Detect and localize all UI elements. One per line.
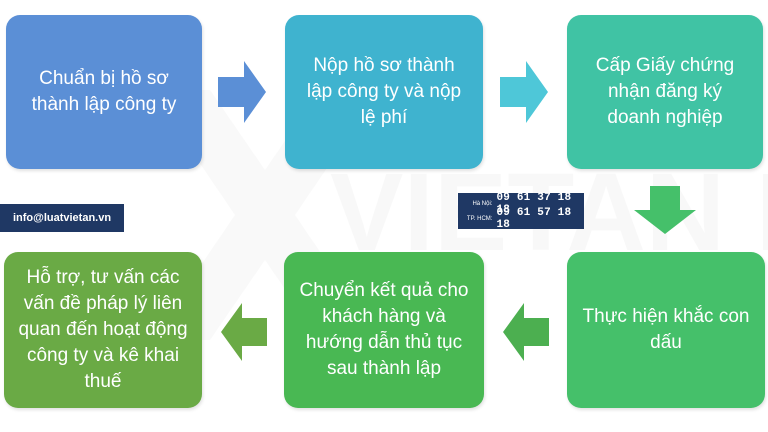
arrow-down-icon xyxy=(634,186,696,234)
email-text: info@luatvietan.vn xyxy=(12,212,112,224)
step-1-label: Chuẩn bị hồ sơ thành lập công ty xyxy=(31,68,177,115)
step-4-engrave-seal: Thực hiện khắc con dấu xyxy=(567,252,765,408)
email-badge: info@luatvietan.vn xyxy=(0,204,124,232)
step-4-label: Thực hiện khắc con dấu xyxy=(582,306,750,353)
hanoi-label: Hà Nội: xyxy=(472,200,493,207)
step-6-legal-support: Hỗ trợ, tư vấn các vấn đề pháp lý liên q… xyxy=(4,252,202,408)
arrow-left-icon xyxy=(503,303,549,361)
step-5-label: Chuyển kết quả cho khách hàng và hướng d… xyxy=(299,280,469,379)
step-5-deliver-results: Chuyển kết quả cho khách hàng và hướng d… xyxy=(284,252,484,408)
phone-row-hcm: TP. HCM: 09 61 57 18 18 xyxy=(463,207,579,231)
step-2-label: Nộp hồ sơ thành lập công ty và nộp lệ ph… xyxy=(306,55,462,128)
step-2-submit-documents: Nộp hồ sơ thành lập công ty và nộp lệ ph… xyxy=(285,15,483,169)
arrow-right-icon xyxy=(218,61,266,123)
step-6-label: Hỗ trợ, tư vấn các vấn đề pháp lý liên q… xyxy=(18,267,188,392)
step-3-label: Cấp Giấy chứng nhận đăng ký doanh nghiệp xyxy=(595,55,735,128)
arrow-left-icon xyxy=(221,303,267,361)
hanoi-phone: 09 61 37 18 18 xyxy=(496,191,572,216)
arrow-right-icon xyxy=(500,61,548,123)
step-3-issue-certificate: Cấp Giấy chứng nhận đăng ký doanh nghiệp xyxy=(567,15,763,169)
hcm-phone: 09 61 57 18 18 xyxy=(496,206,572,231)
step-1-prepare-documents: Chuẩn bị hồ sơ thành lập công ty xyxy=(6,15,202,169)
phone-row-hanoi: Hà Nội: 09 61 37 18 18 xyxy=(463,192,579,216)
hcm-label: TP. HCM: xyxy=(466,215,493,222)
phone-badge: Hà Nội: 09 61 37 18 18 TP. HCM: 09 61 57… xyxy=(458,192,584,231)
